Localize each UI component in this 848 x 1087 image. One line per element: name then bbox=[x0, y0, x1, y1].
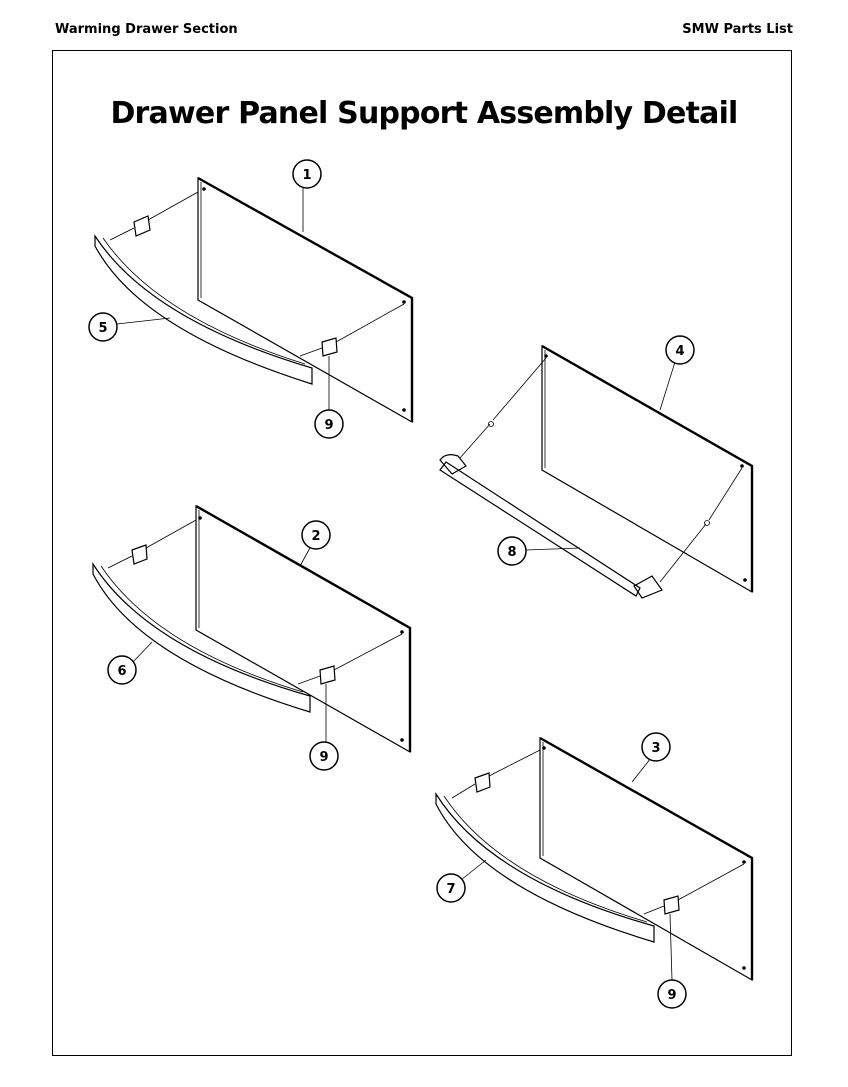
callout-number-6: 6 bbox=[117, 664, 126, 679]
callout-circle-8 bbox=[497, 536, 527, 566]
assembly-panel-3 bbox=[435, 732, 754, 1009]
support-bracket-5 bbox=[94, 233, 313, 385]
callout-circle-9c bbox=[657, 979, 687, 1009]
assembly-panel-4 bbox=[439, 335, 754, 599]
callout-circle-5 bbox=[88, 312, 118, 342]
assembly-panel-2 bbox=[92, 504, 412, 771]
callout-circle-2 bbox=[301, 520, 331, 550]
callout-number-9: 9 bbox=[319, 750, 328, 765]
callout-circle-7 bbox=[436, 873, 466, 903]
callout-number-4: 4 bbox=[675, 344, 684, 359]
callout-circle-9b bbox=[309, 741, 339, 771]
clip-9-c1 bbox=[474, 772, 491, 793]
panel-2 bbox=[195, 504, 411, 754]
callout-circle-9a bbox=[314, 409, 344, 439]
clip-9-b2 bbox=[319, 665, 336, 685]
panel-3 bbox=[539, 736, 753, 982]
assembly-panel-1 bbox=[88, 159, 414, 439]
panel-4 bbox=[541, 344, 753, 594]
clip-9-b1 bbox=[131, 544, 148, 565]
section-label: Warming Drawer Section bbox=[55, 22, 238, 37]
callout-number-8: 8 bbox=[507, 545, 516, 560]
panel-1 bbox=[197, 176, 413, 424]
callout-number-9: 9 bbox=[667, 988, 676, 1003]
callout-number-2: 2 bbox=[311, 529, 320, 544]
callout-circle-3 bbox=[641, 732, 671, 762]
clip-9-a2 bbox=[321, 337, 338, 357]
callout-number-1: 1 bbox=[302, 168, 311, 183]
callout-circle-6 bbox=[107, 655, 137, 685]
clip-9-a1 bbox=[133, 215, 151, 237]
parts-list-label: SMW Parts List bbox=[682, 22, 793, 37]
diagram-frame bbox=[52, 50, 792, 1056]
callout-number-5: 5 bbox=[98, 321, 107, 336]
page-title: Drawer Panel Support Assembly Detail bbox=[110, 96, 738, 131]
support-bracket-6 bbox=[92, 561, 311, 713]
callout-circle-4 bbox=[665, 335, 695, 365]
support-rod-8 bbox=[439, 461, 641, 597]
callout-number-7: 7 bbox=[446, 882, 455, 897]
callout-number-3: 3 bbox=[651, 741, 660, 756]
callout-circle-1 bbox=[292, 159, 322, 189]
callout-number-9: 9 bbox=[324, 418, 333, 433]
clip-9-c2 bbox=[663, 895, 680, 915]
support-bracket-7 bbox=[435, 791, 655, 943]
